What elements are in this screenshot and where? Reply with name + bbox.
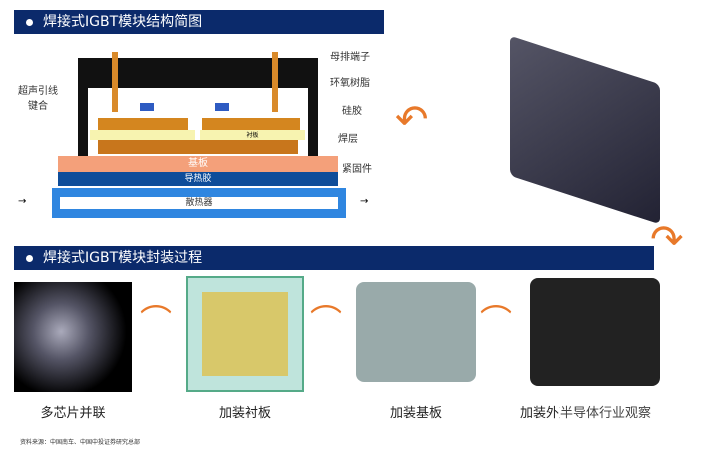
chip — [140, 103, 154, 111]
substrate-image — [186, 276, 304, 392]
source-note: 资料来源：中国南车、中国中投证券研究总部 — [20, 439, 141, 446]
igbt-module-image — [510, 35, 660, 225]
silicone-label: 硅胶 — [342, 106, 362, 117]
curved-arrow-icon: ⌒ — [480, 302, 513, 340]
bonding-label: 超声引线键合 — [18, 86, 58, 112]
solder-label: 焊层 — [338, 134, 358, 145]
heatsink-label: 散热器 — [185, 198, 213, 208]
process-title: 焊接式IGBT模块封装过程 — [43, 250, 203, 266]
step-caption: 加装衬板 — [218, 406, 271, 421]
epoxy-label: 环氧树脂 — [330, 78, 370, 89]
flow-out-arrow-icon: → — [360, 196, 369, 207]
curved-arrow-icon: ↶ — [395, 97, 429, 143]
copper-layer — [98, 118, 188, 130]
structure-banner: 焊接式IGBT模块结构简图 — [14, 10, 384, 34]
step-caption: 加装外壳 — [520, 406, 560, 421]
bullet-icon — [26, 18, 33, 26]
step-caption: 多芯片并联 — [40, 406, 106, 421]
baseplate-label: 基板 — [188, 158, 208, 169]
busbar-label: 母排端子 — [330, 52, 370, 63]
curved-arrow-icon: ⌒ — [140, 302, 173, 340]
flow-in-arrow-icon: → — [18, 196, 27, 207]
copper-layer — [202, 118, 300, 130]
thermal-glue-label: 导热胶 — [184, 174, 212, 184]
bullet-icon — [26, 254, 33, 262]
chip — [215, 103, 229, 111]
substrate-layer: 衬板 — [200, 130, 305, 140]
watermark: 半导体行业观察 — [560, 406, 652, 421]
structure-title: 焊接式IGBT模块结构简图 — [43, 14, 203, 30]
substrate-label: 衬板 — [246, 132, 259, 139]
dbc-board — [202, 292, 288, 376]
heatsink-channel: 散热器 — [60, 197, 338, 209]
substrate-layer — [90, 130, 195, 140]
fastener-label: 紧固件 — [342, 164, 372, 175]
busbar-terminal-right — [272, 52, 278, 112]
curved-arrow-icon: ⌒ — [310, 302, 343, 340]
step-caption: 加装基板 — [389, 406, 442, 421]
housing-image — [530, 278, 660, 386]
baseplate-image — [356, 282, 476, 382]
busbar-terminal-left — [112, 52, 118, 112]
baseplate: 基板 — [58, 156, 338, 172]
wafer-image — [14, 282, 132, 392]
curved-arrow-icon: ↷ — [650, 217, 684, 263]
process-banner: 焊接式IGBT模块封装过程 — [14, 246, 654, 270]
thermal-glue: 导热胶 — [58, 172, 338, 186]
copper-bottom — [98, 140, 298, 154]
